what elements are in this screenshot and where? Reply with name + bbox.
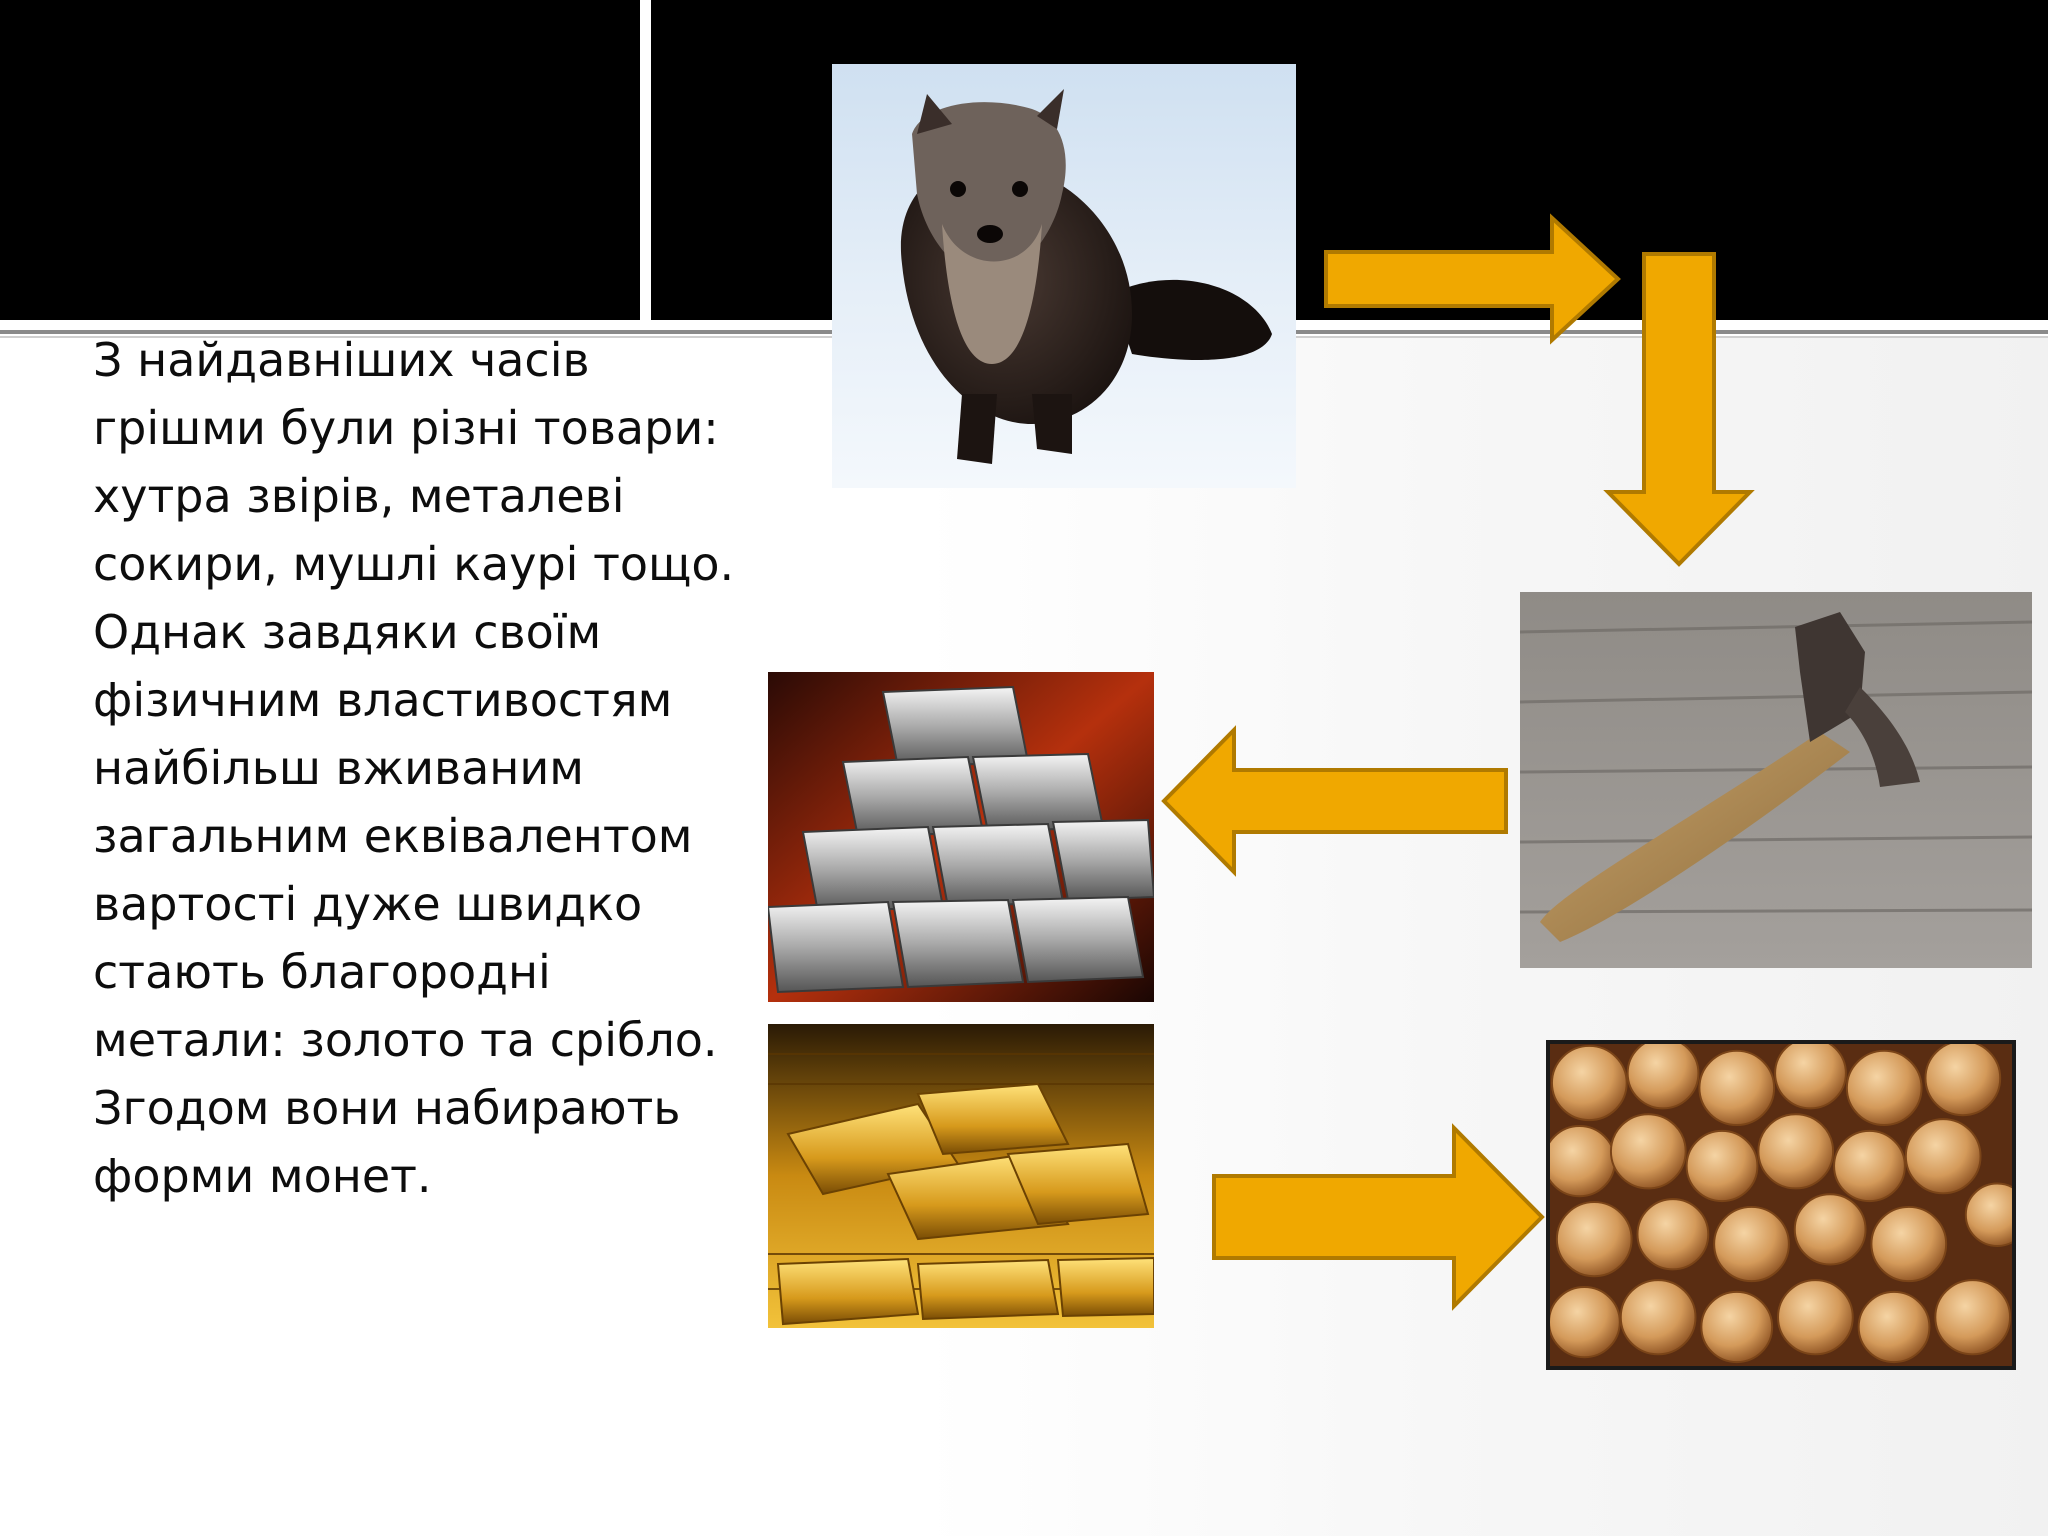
arrow-left-icon bbox=[1160, 725, 1510, 877]
header-band-left bbox=[0, 0, 640, 320]
silver-bars-photo bbox=[768, 672, 1154, 1002]
gold-bars-photo bbox=[768, 1024, 1154, 1328]
arrow-right-icon bbox=[1210, 1123, 1546, 1311]
axe-photo bbox=[1520, 592, 2032, 968]
arrow-down-icon bbox=[1603, 250, 1755, 568]
arrow-right-icon bbox=[1322, 213, 1622, 345]
marten-photo bbox=[832, 64, 1296, 488]
slide-body-text: З найдавніших часів грішми були різні то… bbox=[93, 333, 735, 1203]
coins-photo bbox=[1546, 1040, 2016, 1370]
